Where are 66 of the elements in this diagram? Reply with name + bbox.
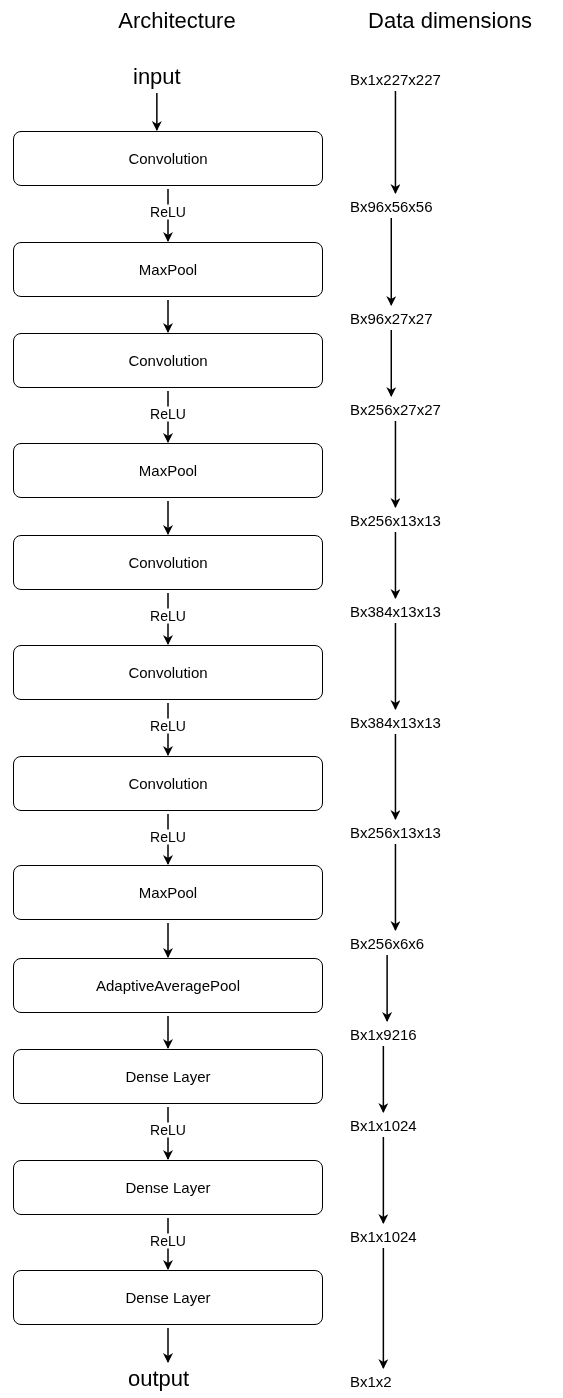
dimension-label: Bx256x27x27 xyxy=(350,398,441,420)
arrow xyxy=(163,1327,173,1363)
layer-name: Convolution xyxy=(128,775,208,792)
layer-box xyxy=(13,535,323,590)
layer-box xyxy=(13,1049,323,1104)
io-label: output xyxy=(128,1364,190,1394)
layer-name: Convolution xyxy=(128,664,208,681)
dimension-label: Bx1x1024 xyxy=(350,1114,417,1136)
edge-label: ReLU xyxy=(148,1233,188,1249)
arrow xyxy=(151,92,162,131)
dimension-label: Bx1x227x227 xyxy=(350,68,441,90)
dimension-label: Bx96x56x56 xyxy=(350,195,433,217)
layer-name: MaxPool xyxy=(138,462,198,479)
arrow xyxy=(386,217,397,306)
dimension-label: Bx1x9216 xyxy=(350,1023,417,1045)
layer-box xyxy=(13,131,323,186)
arrow xyxy=(390,622,401,710)
dimension-label: Bx384x13x13 xyxy=(350,711,441,733)
layer-name: Dense Layer xyxy=(125,1289,211,1306)
edge-label: ReLU xyxy=(148,1122,188,1138)
dimension-label: Bx1x2 xyxy=(350,1370,392,1392)
layer-name: MaxPool xyxy=(138,261,198,278)
dimension-label: Bx256x6x6 xyxy=(350,932,425,954)
layer-box xyxy=(13,1270,323,1325)
edge-label: ReLU xyxy=(148,718,188,734)
layer-box xyxy=(13,1160,323,1215)
arrow xyxy=(390,733,401,820)
layer-name: MaxPool xyxy=(138,884,198,901)
arrow xyxy=(386,329,397,397)
edge-label: ReLU xyxy=(148,608,188,624)
edge-label: ReLU xyxy=(148,406,188,422)
arrow xyxy=(378,1045,389,1113)
arrow xyxy=(390,531,401,599)
layer-box xyxy=(13,645,323,700)
arrow xyxy=(390,843,401,931)
layer-name: Convolution xyxy=(128,554,208,571)
column-heading: Data dimensions xyxy=(368,8,532,34)
edge-label: ReLU xyxy=(148,829,188,844)
dimension-label: Bx1x1024 xyxy=(350,1225,417,1247)
layer-box xyxy=(13,865,323,920)
layer-name: AdaptiveAveragePool xyxy=(96,977,240,994)
column-heading: Architecture xyxy=(118,8,236,34)
layer-box xyxy=(13,443,323,498)
arrow xyxy=(390,90,401,194)
arrow xyxy=(163,922,173,958)
arrow xyxy=(163,1015,173,1049)
arrow xyxy=(378,1247,389,1369)
arrow xyxy=(390,420,401,508)
dimension-label: Bx256x13x13 xyxy=(350,821,441,843)
arrow xyxy=(163,299,173,333)
layer-box xyxy=(13,242,323,297)
arrow xyxy=(382,954,393,1022)
layer-name: Dense Layer xyxy=(125,1068,211,1085)
layer-name: Dense Layer xyxy=(125,1179,211,1196)
arrow xyxy=(378,1136,389,1224)
layer-box xyxy=(13,958,323,1013)
layer-box xyxy=(13,333,323,388)
layer-name: Convolution xyxy=(128,352,208,369)
dimension-label: Bx384x13x13 xyxy=(350,600,441,622)
layer-box xyxy=(13,756,323,811)
layer-name: Convolution xyxy=(128,150,208,167)
dimension-label: Bx256x13x13 xyxy=(350,509,441,531)
io-label: input xyxy=(133,62,181,92)
edge-label: ReLU xyxy=(148,204,188,220)
arrow xyxy=(163,500,173,535)
dimension-label: Bx96x27x27 xyxy=(350,307,433,329)
